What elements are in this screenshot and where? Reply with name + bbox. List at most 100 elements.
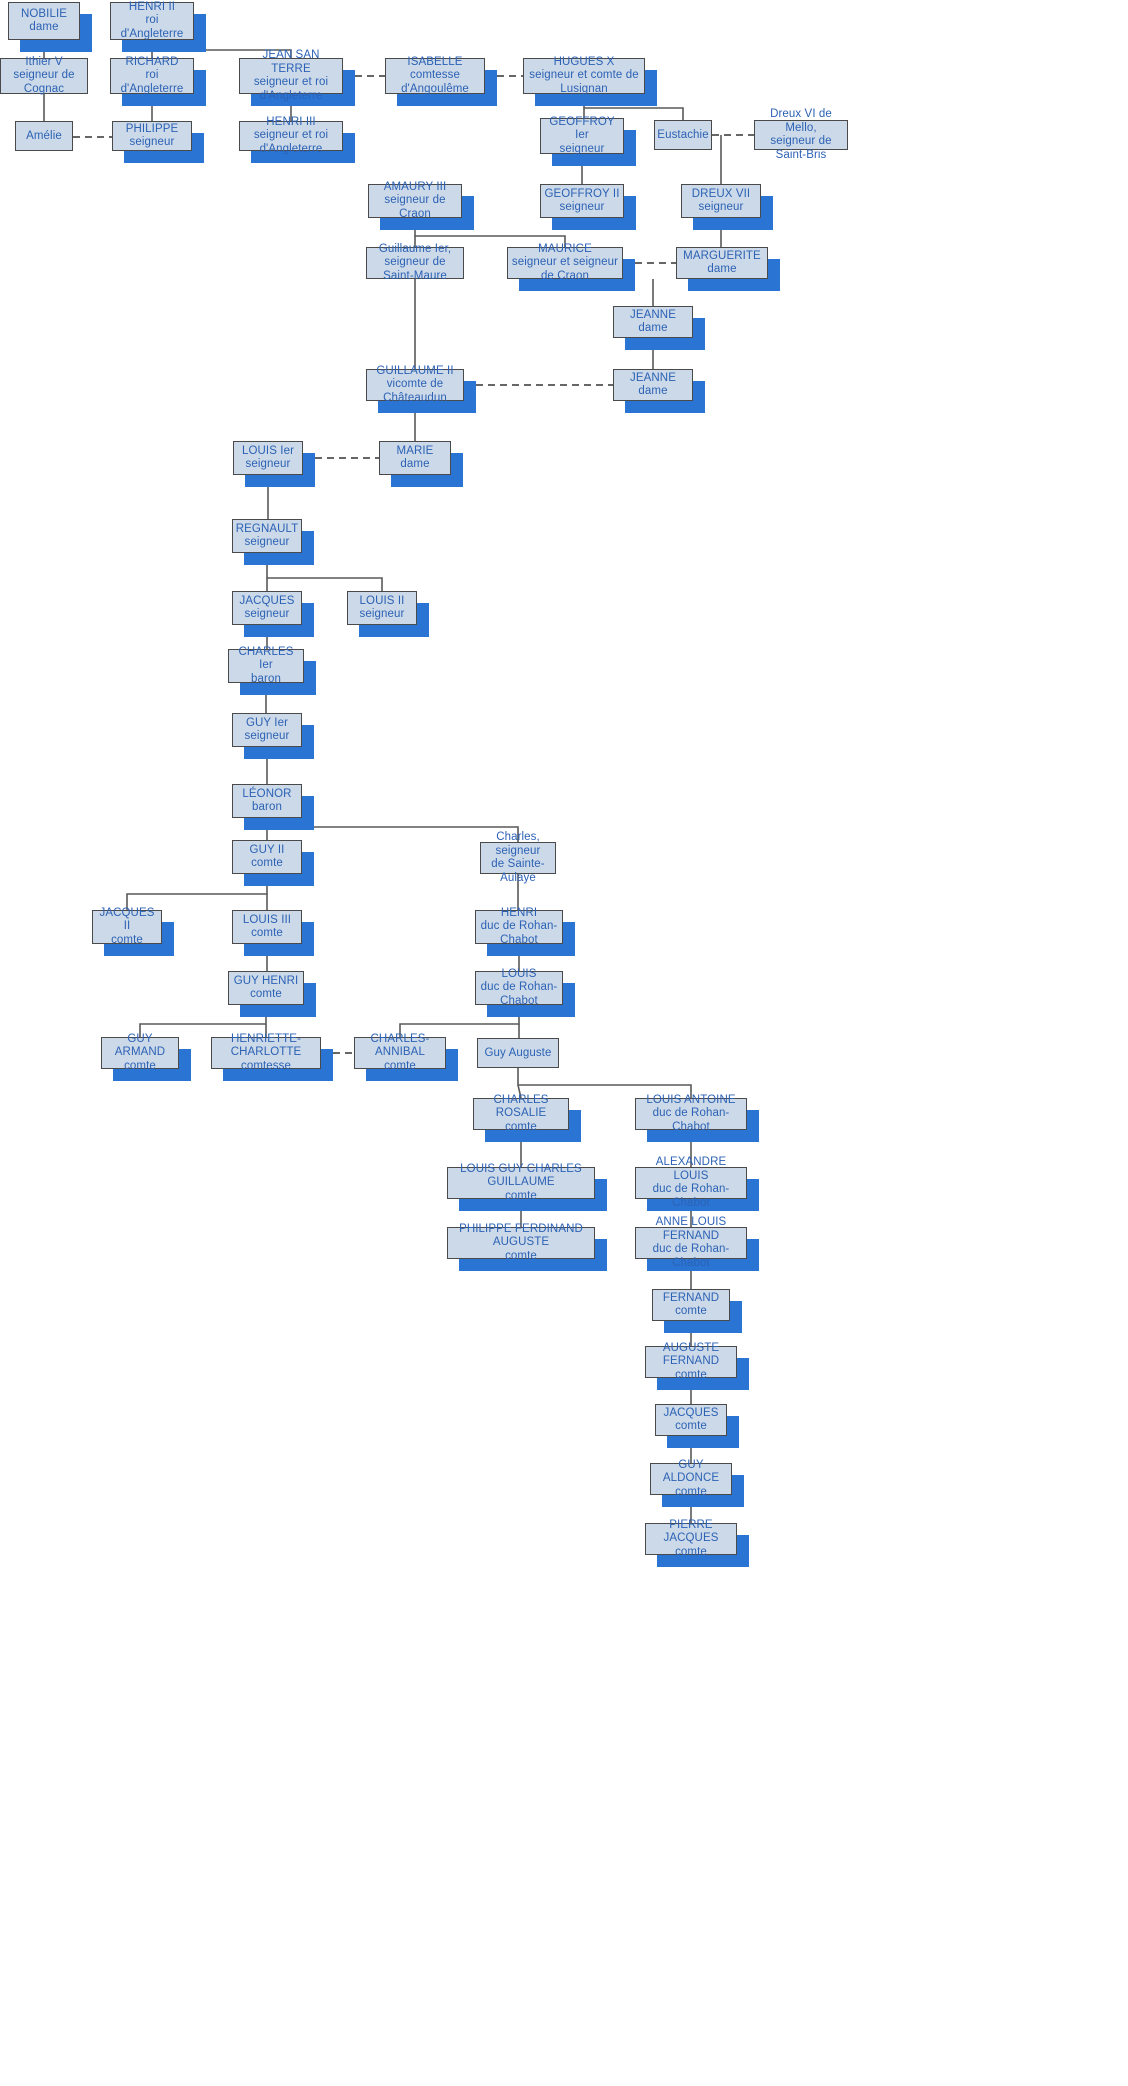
- person-title: baron: [251, 672, 281, 685]
- person-name: LOUIS II: [359, 594, 405, 607]
- person-name: GEOFFROY II: [544, 187, 620, 200]
- person-title: comtesse: [240, 1059, 291, 1072]
- person-node-guyauguste[interactable]: Guy Auguste: [477, 1038, 559, 1068]
- node-box: Eustachie: [654, 120, 712, 150]
- person-name: PHILIPPE: [125, 122, 179, 135]
- person-name: JEANNE: [630, 371, 676, 384]
- person-name: Dreux VI de Mello,: [770, 108, 832, 134]
- person-node-eustachie[interactable]: Eustachie: [654, 120, 712, 150]
- person-title: dame: [638, 385, 668, 397]
- person-title: seigneur et roi d'Angleterre: [253, 76, 329, 102]
- person-name: GUY II: [249, 843, 285, 856]
- person-name: Eustachie: [657, 129, 709, 141]
- person-name: AUGUSTE FERNAND: [662, 1341, 720, 1368]
- person-node-dreux6[interactable]: Dreux VI de Mello,seigneur de Saint-Bris: [754, 108, 848, 161]
- person-title: seigneur de Saint-Bris: [770, 135, 832, 161]
- person-title: duc de Rohan-Chabot: [652, 1243, 730, 1269]
- person-name: LOUIS GUY CHARLES GUILLAUME: [460, 1162, 582, 1189]
- person-name: LÉONOR: [242, 787, 292, 800]
- person-name: RICHARD: [125, 55, 179, 68]
- person-title: dame: [29, 21, 59, 33]
- person-title: comte: [675, 1485, 707, 1498]
- person-name: FERNAND: [662, 1291, 720, 1304]
- person-name: MAURICE: [538, 242, 592, 255]
- person-title: comte: [675, 1368, 707, 1381]
- person-name: LOUIS: [501, 967, 537, 980]
- person-title: baron: [252, 801, 282, 813]
- person-title: dame: [400, 458, 430, 470]
- person-name: DREUX VII: [691, 187, 751, 200]
- person-name: HENRI: [500, 906, 538, 919]
- person-title: vicomte de Châteaudun: [383, 378, 447, 404]
- person-title: roi d'Angleterre: [120, 69, 184, 95]
- person-title: comte: [384, 1059, 416, 1072]
- person-node-amelie[interactable]: Amélie: [15, 121, 73, 151]
- person-name: GUY ARMAND: [114, 1032, 166, 1059]
- person-title: seigneur: [244, 730, 290, 742]
